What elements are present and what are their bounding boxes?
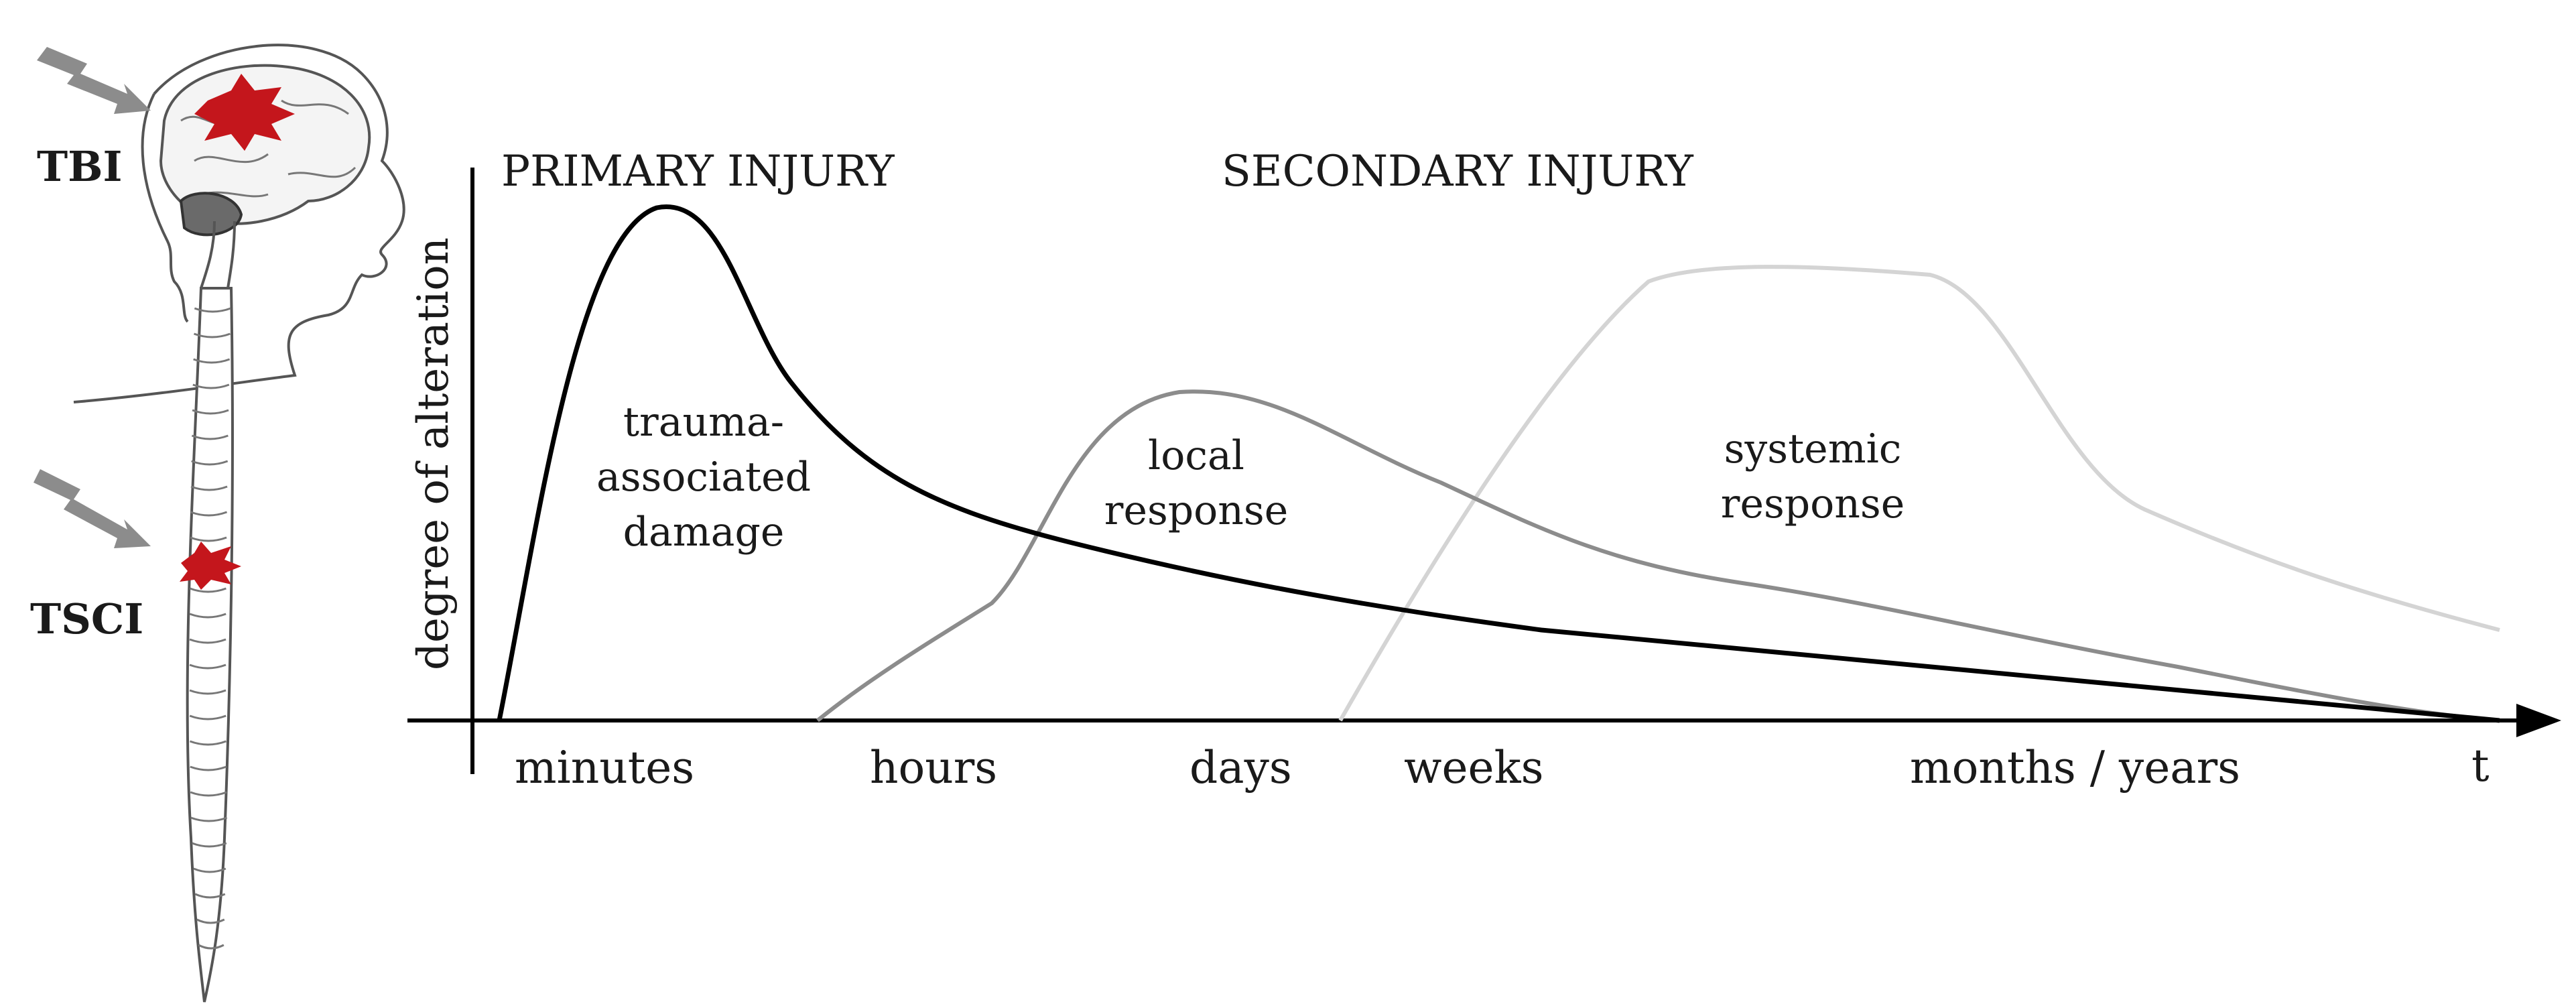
systemic-response-label-line-2: response [1721, 481, 1905, 527]
spinal-lesion-icon [180, 542, 241, 590]
tbi-label: TBI [37, 142, 123, 191]
trauma-damage-label-line-3: damage [623, 509, 785, 556]
trauma-damage-label-line-1: trauma- [623, 399, 784, 446]
vertebra-ring [190, 765, 227, 771]
tick-label-hours: hours [870, 742, 997, 794]
vertebra-ring [189, 689, 227, 695]
anatomy-illustration: TBI TSCI [30, 44, 405, 1003]
vertebra-ring [189, 638, 227, 644]
vertebra-ring [189, 613, 227, 619]
vertebra-ring [192, 409, 229, 415]
local-response-label-line-1: local [1148, 432, 1244, 479]
spinal-cord-icon [180, 287, 241, 1003]
vertebra-ring [190, 485, 228, 491]
systemic-response-label-line-1: systemic [1724, 426, 1902, 472]
vertebra-ring [190, 536, 227, 542]
trauma-damage-curve [497, 204, 2500, 723]
vertebra-ring [189, 714, 227, 720]
lightning-bolt-icon [34, 469, 151, 548]
vertebra-ring [190, 816, 228, 822]
tick-label-weeks: weeks [1404, 742, 1543, 794]
vertebra-ring [189, 587, 227, 593]
vertebra-ring [190, 791, 227, 797]
y-axis-label: degree of alteration [409, 237, 458, 670]
tick-label-months-years: months / years [1910, 742, 2240, 794]
local-response-label-line-2: response [1104, 487, 1288, 534]
timeline-chart: degree of alteration PRIMARY INJURY SECO… [407, 147, 2561, 794]
vertebra-ring [190, 511, 228, 517]
x-axis-arrow-icon [2516, 704, 2561, 737]
vertebra-ring [191, 434, 229, 440]
vertebra-ring [193, 332, 231, 338]
primary-injury-title: PRIMARY INJURY [501, 147, 895, 196]
vertebra-ring [196, 918, 225, 924]
vertebra-ring [194, 307, 231, 313]
brain-lesion-icon [194, 74, 295, 151]
vertebra-ring [191, 460, 229, 466]
vertebra-ring [193, 358, 231, 364]
tick-label-minutes: minutes [515, 742, 694, 794]
vertebra-ring [193, 867, 227, 873]
vertebra-ring [191, 842, 227, 848]
secondary-injury-title: SECONDARY INJURY [1222, 147, 1693, 196]
vertebra-ring [198, 944, 224, 950]
time-axis-label: t [2471, 740, 2490, 792]
vertebra-ring [189, 740, 227, 746]
tick-label-days: days [1189, 742, 1292, 794]
trauma-damage-label-line-2: associated [596, 454, 811, 501]
vertebra-ring [189, 664, 227, 670]
systemic-response-curve [1338, 265, 2500, 722]
tsci-label: TSCI [30, 594, 143, 643]
lightning-bolt-icon [37, 47, 151, 114]
vertebra-ring [192, 383, 230, 389]
vertebra-ring [194, 893, 226, 899]
local-response-curve [816, 389, 2500, 722]
